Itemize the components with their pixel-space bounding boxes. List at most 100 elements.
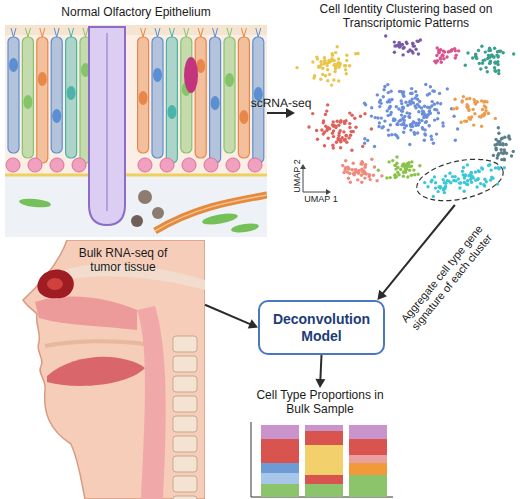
cell-dot — [392, 119, 395, 122]
cell-dot — [471, 108, 474, 111]
cell-dot — [430, 179, 433, 182]
cell-dot — [401, 43, 404, 46]
cell-dot — [504, 143, 507, 146]
box-label: Deconvolution Model — [260, 311, 383, 345]
cell-dot — [507, 136, 510, 139]
tumor-core — [47, 278, 63, 290]
cell-dot — [363, 166, 366, 169]
cell-dot — [493, 143, 496, 146]
cell-dot — [425, 120, 428, 123]
cell-dot — [475, 100, 478, 103]
cell-dot — [492, 154, 495, 157]
bar-segment — [349, 455, 387, 463]
cell-dot — [363, 112, 366, 115]
panel-heading: Cell Type Proportions in Bulk Sample — [245, 388, 395, 416]
columnar-cell — [166, 37, 177, 163]
axis-label: UMAP 2 — [292, 159, 303, 192]
cell-nucleus — [23, 95, 32, 109]
cell-dot — [399, 119, 402, 122]
cell-dot — [482, 183, 485, 186]
cell-dot — [436, 190, 439, 193]
cell-dot — [433, 108, 436, 111]
cell-dot — [348, 122, 351, 125]
vertebra — [173, 336, 197, 352]
cell-dot — [487, 112, 490, 115]
cilium — [71, 28, 74, 37]
pharynx — [137, 306, 166, 499]
cell-dot — [402, 131, 405, 134]
cell-dot — [440, 61, 443, 64]
vertebra — [173, 456, 197, 472]
cell-dot — [414, 48, 417, 51]
cell-dot — [410, 100, 413, 103]
cell-dot — [477, 169, 480, 172]
cell-dot — [421, 126, 424, 129]
cell-dot — [319, 78, 322, 81]
arrow-head — [315, 379, 325, 388]
lamina-propria — [5, 175, 267, 237]
palate — [45, 341, 145, 346]
bowman-gland — [89, 27, 125, 225]
cell-dot — [327, 61, 330, 64]
cell-dot — [426, 106, 429, 109]
panel-heading: Cell Identity Clustering based on Transc… — [295, 2, 517, 30]
cell-dot — [382, 88, 385, 91]
cell-dot — [410, 92, 413, 95]
epithelium-layer — [5, 25, 267, 175]
cell-dot — [424, 133, 427, 136]
bar-segment — [305, 484, 343, 497]
cell-dot — [332, 146, 335, 149]
cell-dot — [339, 119, 342, 122]
cell-dot — [362, 172, 365, 175]
columnar-cell — [181, 37, 192, 153]
cilium — [258, 28, 261, 37]
cell-dot — [430, 138, 433, 141]
cluster-highlight — [413, 152, 507, 205]
cell-dot — [401, 53, 404, 56]
columnar-cell — [8, 37, 19, 153]
cell-dot — [343, 122, 346, 125]
cell-dot — [486, 70, 489, 73]
cell-dot — [428, 124, 431, 127]
cell-dot — [497, 72, 500, 75]
cell-dot — [432, 142, 435, 145]
cell-dot — [295, 66, 298, 69]
cell-dot — [472, 123, 475, 126]
cell-dot — [493, 69, 496, 72]
cell-dot — [363, 171, 366, 174]
cell-dot — [361, 145, 364, 148]
cell-dot — [345, 134, 348, 137]
cell-dot — [424, 121, 427, 124]
cell-dot — [342, 130, 345, 133]
basal-cell — [28, 158, 42, 172]
cell-dot — [334, 125, 337, 128]
cell-dot — [468, 97, 471, 100]
cell-dot — [396, 122, 399, 125]
basal-cell — [6, 158, 20, 172]
cell-dot — [443, 187, 446, 190]
bar-segment — [349, 425, 387, 439]
cell-dot — [354, 126, 357, 129]
cilium — [186, 28, 189, 37]
cell-dot — [343, 168, 346, 171]
cell-dot — [466, 163, 469, 166]
cilium — [141, 28, 144, 37]
cell-dot — [481, 59, 484, 62]
bar-segment — [261, 425, 299, 439]
cilium — [227, 28, 230, 37]
cell-dot — [431, 100, 434, 103]
bar-segment — [349, 463, 387, 475]
cell-dot — [307, 125, 310, 128]
cell-dot — [415, 39, 418, 42]
cell-dot — [390, 133, 393, 136]
cell-dot — [319, 60, 322, 63]
cell-dot — [398, 41, 401, 44]
cell-dot — [331, 132, 334, 135]
cell-dot — [505, 152, 508, 155]
columnar-cell — [238, 37, 249, 158]
bar-segment — [305, 475, 343, 484]
cell-dot — [344, 68, 347, 71]
cell-dot — [428, 109, 431, 112]
cell-dot — [383, 85, 386, 88]
cell-dot — [326, 64, 329, 67]
